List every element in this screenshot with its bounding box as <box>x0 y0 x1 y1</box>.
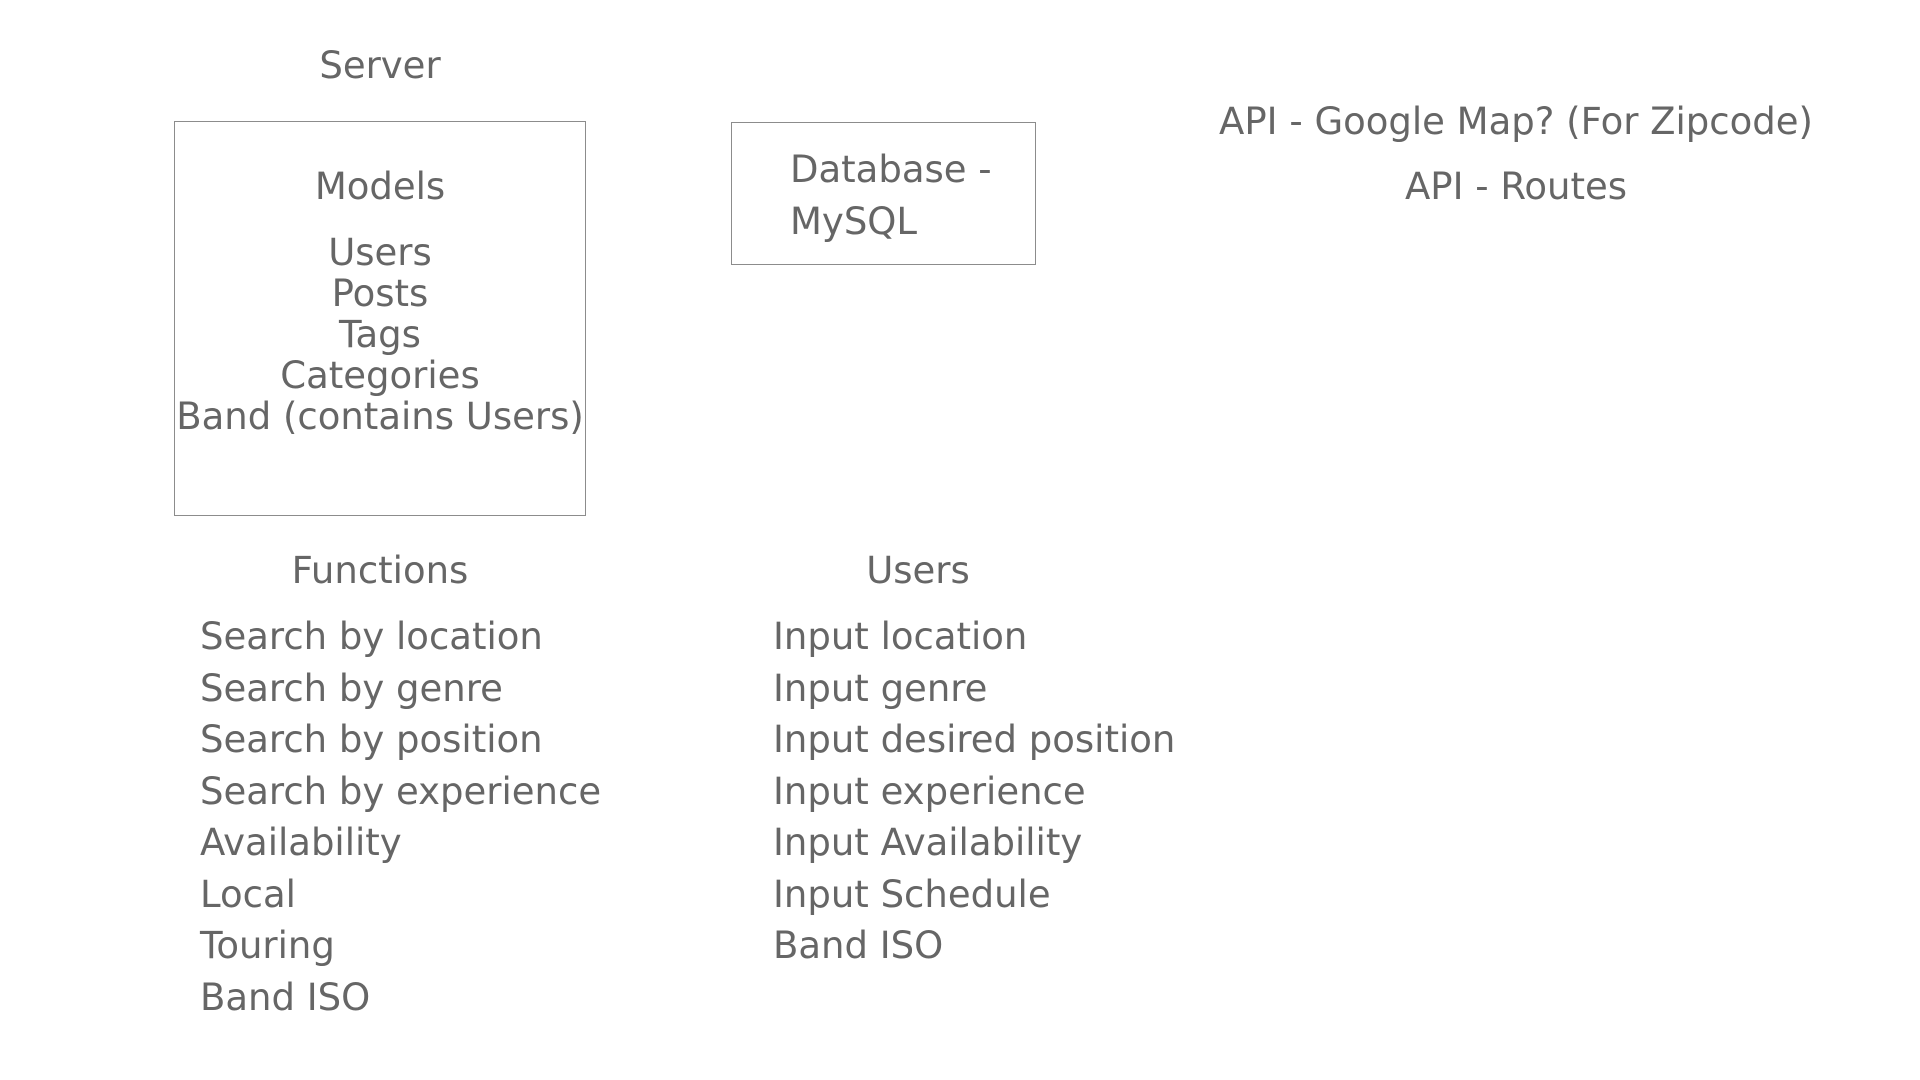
user-item: Band ISO <box>773 924 944 967</box>
function-item: Availability <box>200 821 402 864</box>
database-line-2: MySQL <box>790 200 918 243</box>
function-item: Search by location <box>200 615 543 658</box>
function-item: Band ISO <box>200 975 371 1019</box>
models-list: Users Posts Tags Categories Band (contai… <box>176 232 584 437</box>
api-routes: API - Routes <box>1404 165 1628 208</box>
server-title: Server <box>319 44 441 87</box>
function-item: Search by position <box>200 718 543 761</box>
function-item: Search by experience <box>200 769 602 813</box>
user-item: Input desired position <box>773 718 1176 761</box>
models-title: Models <box>314 165 446 208</box>
model-item-tags: Tags <box>339 313 421 356</box>
model-item-posts: Posts <box>331 272 429 315</box>
user-item: Input Schedule <box>773 872 1051 916</box>
users-list: Input location Input genre Input desired… <box>773 611 1175 972</box>
database-label: Database - MySQL <box>790 144 992 248</box>
model-item-users: Users <box>328 231 432 274</box>
database-box <box>731 122 1036 265</box>
user-item: Input genre <box>773 666 988 710</box>
user-item: Input location <box>773 615 1028 658</box>
database-line-1: Database - <box>790 148 992 191</box>
function-item: Local <box>200 872 296 916</box>
function-item: Touring <box>200 924 335 967</box>
functions-title: Functions <box>291 549 469 592</box>
function-item: Search by genre <box>200 666 503 710</box>
models-box <box>174 121 586 516</box>
functions-list: Search by location Search by genre Searc… <box>200 611 601 1023</box>
user-item: Input experience <box>773 769 1086 813</box>
model-item-categories: Categories <box>280 354 480 397</box>
api-google-map: API - Google Map? (For Zipcode) <box>1219 100 1813 143</box>
user-item: Input Availability <box>773 821 1083 864</box>
model-item-band: Band (contains Users) <box>176 395 584 438</box>
users-title: Users <box>866 549 970 592</box>
